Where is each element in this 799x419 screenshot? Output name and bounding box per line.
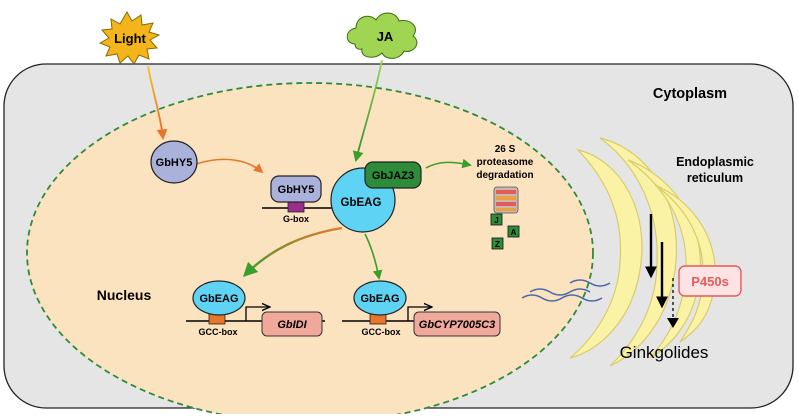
nucleus — [26, 82, 594, 419]
endoplasmic-reticulum — [569, 137, 716, 367]
eag-right-protein — [353, 280, 407, 316]
arrow-light-to-hy5 — [147, 65, 168, 141]
gene-cyp-label: GbCYP7005C3 — [419, 319, 495, 331]
fragment-j: J — [494, 216, 498, 225]
cytoplasm-label: Cytoplasm — [653, 86, 727, 102]
eag-left-protein — [192, 280, 246, 316]
gene-box-idi — [261, 311, 323, 337]
arrow-eag-to-idi — [242, 226, 343, 278]
gcc-right-label: GCC-box — [362, 327, 401, 337]
sun-icon — [98, 10, 161, 65]
ja-label: JA — [377, 29, 394, 44]
cloud-icon — [346, 12, 418, 59]
er-label-line2: reticulum — [687, 171, 743, 185]
proteasome-line1: 26 S — [495, 144, 516, 155]
jaz3-label: GbJAZ3 — [372, 170, 414, 182]
er-arrowhead-down — [667, 318, 679, 328]
gbox-element — [287, 201, 305, 213]
arrow-hy5-to-gbox — [195, 158, 264, 174]
gcc-left-label: GCC-box — [199, 327, 238, 337]
er-label-line1: Endoplasmic — [676, 155, 754, 169]
hy5-bound-protein — [270, 175, 322, 203]
eag-left-label: GbEAG — [199, 293, 238, 305]
fragment-box-a — [507, 225, 520, 238]
proteasome-icon — [493, 186, 519, 214]
tss-arrow-right — [407, 307, 432, 321]
light-label: Light — [114, 31, 146, 46]
proteasome-line3: degradation — [476, 170, 533, 181]
tss-arrow-left — [245, 307, 270, 321]
arrow-jaz3-to-proteasome — [425, 158, 472, 169]
p450-label: P450s — [691, 274, 729, 289]
arrow-ja-to-eag — [352, 59, 383, 163]
proteasome-line2: proteasome — [477, 157, 534, 168]
fragment-box-z — [491, 237, 504, 250]
p450-box — [678, 265, 742, 297]
gbox-label: G-box — [283, 214, 309, 224]
jaz3-protein — [364, 161, 422, 189]
hy5-bound-label: GbHY5 — [278, 184, 315, 196]
hy5-protein — [150, 140, 198, 184]
hy5-label: GbHY5 — [156, 157, 193, 169]
arrow-eag-to-cyp — [364, 233, 383, 280]
fragment-a: A — [511, 228, 517, 237]
eag-center-label: GbEAG — [341, 197, 382, 209]
ja-signal: JA — [346, 12, 418, 59]
light-signal: Light — [98, 10, 161, 65]
gene-box-cyp — [413, 311, 501, 337]
mrna-waves — [521, 279, 611, 302]
fragment-box-j — [490, 213, 503, 226]
ginkgolides-label: Ginkgolides — [620, 343, 709, 362]
eag-right-label: GbEAG — [360, 293, 399, 305]
gene-idi-label: GbIDI — [277, 319, 307, 331]
nucleus-label: Nucleus — [97, 287, 152, 303]
fragment-z: Z — [495, 240, 500, 249]
